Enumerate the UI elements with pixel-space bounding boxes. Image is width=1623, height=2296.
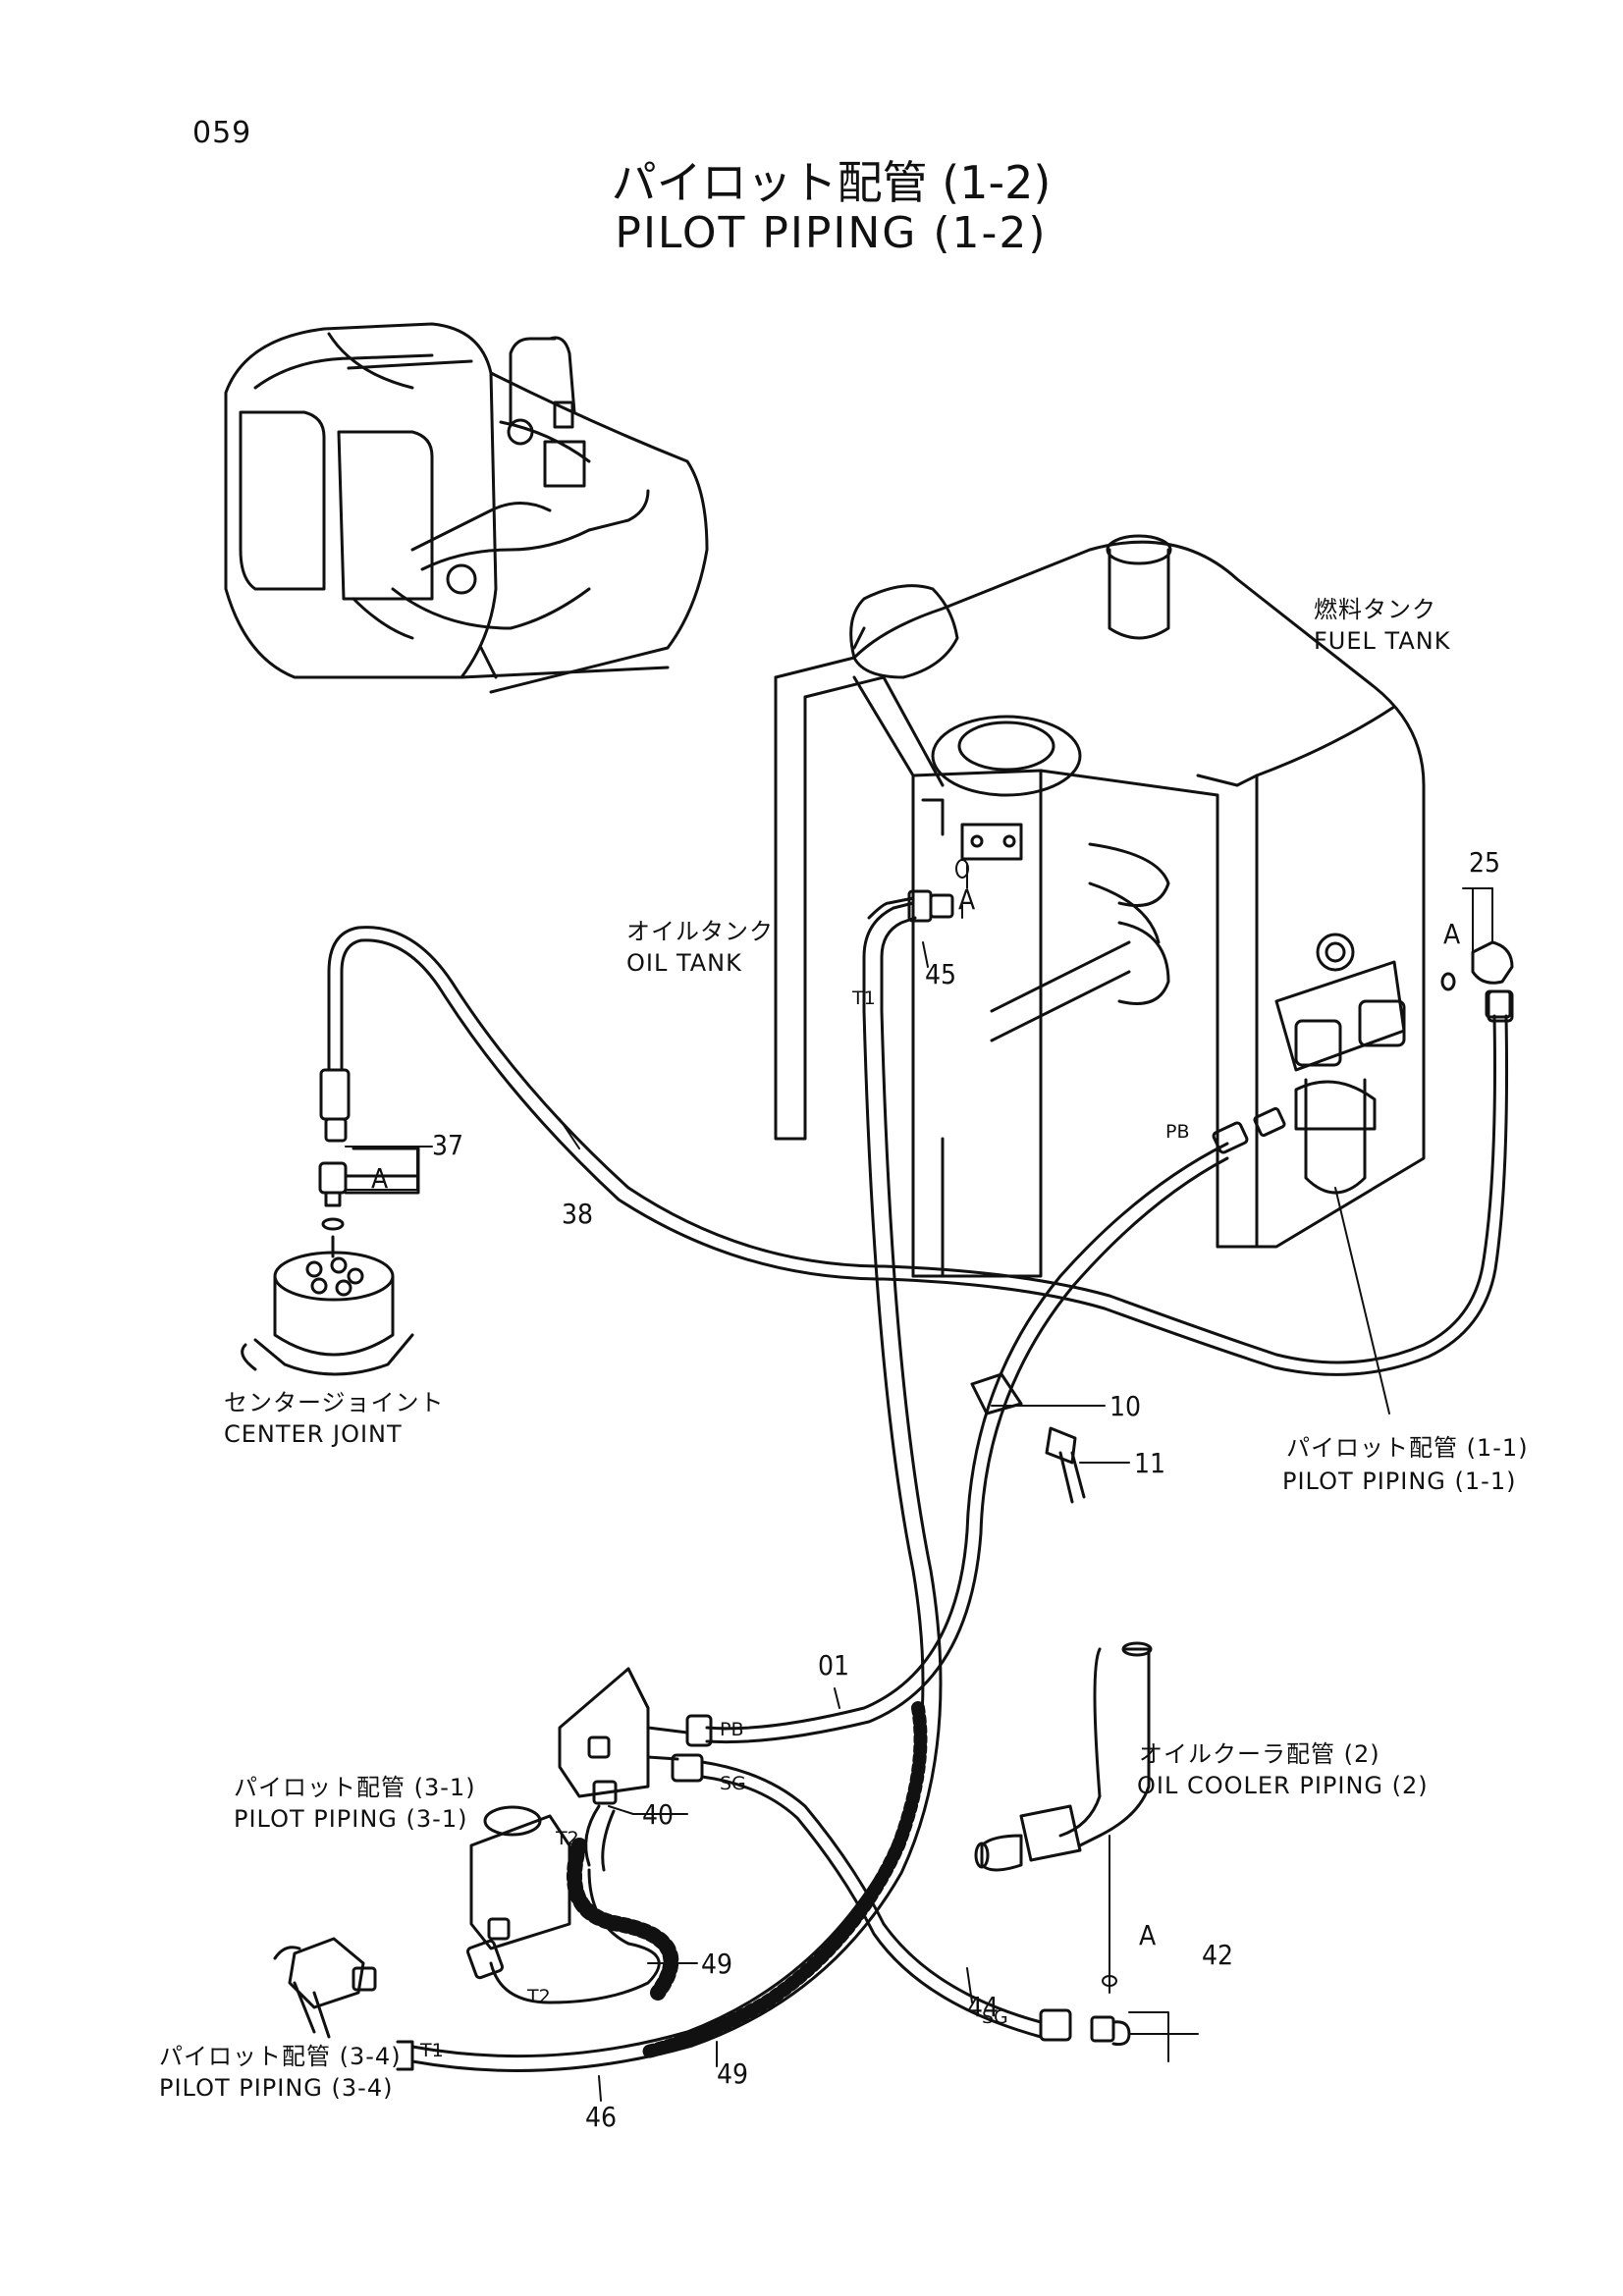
- elbow-fitting-25: [1440, 940, 1514, 1019]
- part-number-10: 10: [1109, 1390, 1142, 1422]
- port-label-t2-upper: T2: [556, 1828, 579, 1849]
- fuel-tank-label-jp: 燃料タンク: [1314, 596, 1436, 623]
- fuel-tank-illustration: [774, 534, 1426, 1278]
- fuel-tank-label-en: FUEL TANK: [1314, 627, 1451, 655]
- page-title-english: PILOT PIPING (1-2): [615, 208, 1048, 258]
- valve-block-assembly: [465, 1667, 689, 2004]
- port-label-pb-lower: PB: [720, 1719, 744, 1740]
- oil-cooler-piping-label-en: OIL COOLER PIPING (2): [1137, 1772, 1429, 1799]
- part-number-49-lower: 49: [717, 2057, 749, 2090]
- detail-a-washers: [955, 859, 1117, 1987]
- pilot-piping-3-1-label-en: PILOT PIPING (3-1): [234, 1805, 468, 1833]
- center-joint-illustration: [241, 1147, 420, 1376]
- pilot-piping-1-1-label-en: PILOT PIPING (1-1): [1282, 1468, 1517, 1495]
- pilot-piping-3-1-label-jp: パイロット配管 (3-1): [234, 1774, 476, 1801]
- port-label-t1-tank: T1: [852, 988, 876, 1009]
- port-label-t1-bottom: T1: [420, 2040, 444, 2061]
- detail-mark-a-center-joint: A: [371, 1162, 389, 1195]
- pilot-piping-3-4-label-jp: パイロット配管 (3-4): [159, 2043, 402, 2070]
- port-label-sg-lower: SG: [982, 2006, 1008, 2028]
- excavator-overview-illustration: [224, 322, 709, 694]
- part-number-25: 25: [1469, 846, 1501, 879]
- page-title-japanese: パイロット配管 (1-2): [611, 156, 1052, 209]
- part-number-38: 38: [562, 1198, 594, 1230]
- clamp-and-bolt: [970, 1372, 1086, 1504]
- hose-44: [671, 1753, 1131, 2046]
- oil-cooler-pipe: [974, 1641, 1153, 1872]
- part-number-42: 42: [1202, 1939, 1234, 1971]
- hose-38: [319, 926, 1514, 1376]
- detail-mark-a-oil-cooler: A: [1139, 1919, 1157, 1951]
- spiral-guard-49-lower: [641, 1701, 928, 2058]
- oil-cooler-piping-label-jp: オイルクーラ配管 (2): [1139, 1740, 1380, 1768]
- detail-mark-a-oil-tank: A: [958, 883, 976, 916]
- part-number-37: 37: [432, 1129, 464, 1161]
- port-label-t2-lower: T2: [527, 1986, 551, 2007]
- part-number-45: 45: [925, 958, 957, 990]
- part-number-01: 01: [818, 1649, 850, 1682]
- detail-mark-a-valve: A: [1443, 918, 1461, 950]
- page-number: 059: [192, 116, 252, 150]
- leader-lines: [345, 863, 1493, 2102]
- hose-01: [685, 1106, 1286, 1747]
- part-number-46: 46: [585, 2101, 618, 2133]
- port-label-sg-upper: SG: [720, 1773, 746, 1794]
- part-number-44: 44: [967, 1991, 1000, 2023]
- oil-tank-label-en: OIL TANK: [626, 949, 742, 977]
- pilot-valve-3-4: [273, 1937, 377, 2039]
- part-number-49-upper: 49: [701, 1948, 733, 1980]
- oil-tank-label-jp: オイルタンク: [626, 918, 774, 945]
- center-joint-label-en: CENTER JOINT: [224, 1420, 403, 1448]
- center-joint-label-jp: センタージョイント: [224, 1389, 445, 1416]
- part-number-11: 11: [1134, 1447, 1166, 1479]
- pilot-piping-1-1-label-jp: パイロット配管 (1-1): [1286, 1434, 1529, 1462]
- part-number-40: 40: [642, 1798, 675, 1831]
- pilot-piping-3-4-label-en: PILOT PIPING (3-4): [159, 2074, 394, 2102]
- port-label-pb-upper: PB: [1165, 1121, 1190, 1143]
